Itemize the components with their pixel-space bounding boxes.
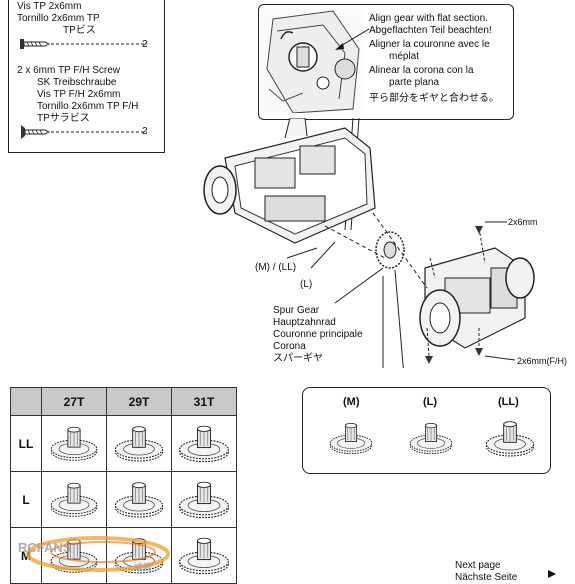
variant-label-l: (L) xyxy=(423,396,438,408)
gear-cell xyxy=(171,471,237,528)
gear-cell xyxy=(41,415,107,472)
gear-cell xyxy=(41,471,107,528)
gear-ratio-table: 27T 29T 31T LL L M xyxy=(10,387,237,584)
gear-cell xyxy=(171,527,237,584)
table-header-row: 27T 29T 31T xyxy=(10,387,237,416)
row-header: LL xyxy=(10,415,42,472)
spur-gear-label: スパーギヤ xyxy=(273,353,323,364)
gear-alignment-illustration xyxy=(263,9,363,113)
spur-gear-label: Spur Gear xyxy=(273,305,320,316)
screw2-line: SK Treibschraube xyxy=(37,77,117,88)
screw-icon xyxy=(20,39,147,49)
spur-gear-icon xyxy=(375,231,405,269)
gear-cell xyxy=(171,415,237,472)
variant-label-ll: (LL) xyxy=(498,396,519,408)
gear-icon xyxy=(174,472,234,522)
callout-arrow-icon xyxy=(335,28,370,50)
callout-box: Align gear with flat section. Abgeflacht… xyxy=(258,4,514,120)
gear-icon xyxy=(110,473,168,521)
table-row: LL xyxy=(10,415,237,472)
m-ll-label: (M) / (LL) xyxy=(255,262,297,273)
callout-line: Align gear with flat section. xyxy=(369,13,488,24)
callout-line: parte plana xyxy=(389,77,440,88)
parts-box: Vis TP 2x6mm Tornillo 2x6mm TP TPビス 2 2 … xyxy=(8,0,165,153)
screw1-line: TPビス xyxy=(63,25,96,36)
table-corner xyxy=(10,387,42,416)
screw2-line: Tornillo 2x6mm TP F/H xyxy=(37,101,139,112)
gear-l-icon xyxy=(405,416,457,456)
gear-cell xyxy=(106,527,172,584)
countersunk-screw-icon xyxy=(21,125,147,139)
screw1-qty: 2 xyxy=(142,39,148,50)
screw1-line: Tornillo 2x6mm TP xyxy=(17,13,100,24)
row-header: L xyxy=(10,471,42,528)
screw-fh-label: 2x6mm(F/H) xyxy=(517,356,567,366)
callout-line: 平ら部分をギヤと合わせる。 xyxy=(369,93,499,104)
gear-icon xyxy=(110,417,168,465)
screw-label: 2x6mm xyxy=(508,217,538,227)
screw-icon xyxy=(475,348,483,356)
gear-cell xyxy=(106,471,172,528)
table-header: 31T xyxy=(171,387,237,416)
screw2-line: 2 x 6mm TP F/H Screw xyxy=(17,65,120,76)
table-row: L xyxy=(10,471,237,528)
gear-m-icon xyxy=(325,416,377,456)
callout-line: méplat xyxy=(389,51,420,62)
svg-text:論壇: 論壇 xyxy=(134,561,152,572)
table-header: 27T xyxy=(41,387,107,416)
rear-chassis xyxy=(203,118,376,244)
screw-icon xyxy=(475,226,483,234)
l-label: (L) xyxy=(300,279,313,290)
gear-variants-box: (M) (L) (LL) xyxy=(302,387,551,474)
next-page-arrow-icon[interactable] xyxy=(546,568,558,580)
svg-text:RCFANS: RCFANS xyxy=(18,540,72,555)
spur-gear-label: Corona xyxy=(273,341,306,352)
screw-icon xyxy=(425,356,433,364)
gear-icon xyxy=(46,418,102,464)
table-header: 29T xyxy=(106,387,172,416)
chassis-illustration xyxy=(203,118,535,368)
next-page-label-de[interactable]: Nächste Seite xyxy=(455,572,518,583)
screw1-line: Vis TP 2x6mm xyxy=(17,1,82,12)
gear-cell xyxy=(106,415,172,472)
callout-line: Abgeflachten Teil beachten! xyxy=(369,25,492,36)
gear-ll-icon xyxy=(481,412,539,460)
spur-gear-label: Hauptzahnrad xyxy=(273,317,336,328)
table-row: M xyxy=(10,527,237,584)
screw2-qty: 2 xyxy=(142,126,148,137)
screw2-line: TPサラビス xyxy=(37,113,90,124)
front-chassis xyxy=(419,247,535,349)
gear-icon xyxy=(174,528,234,578)
screw2-line: Vis TP F/H 2x6mm xyxy=(37,89,121,100)
gear-icon xyxy=(46,474,102,520)
gear-icon xyxy=(174,416,234,466)
variant-label-m: (M) xyxy=(343,396,360,408)
callout-line: Alinear la corona con la xyxy=(369,65,474,76)
next-page-label[interactable]: Next page xyxy=(455,560,501,571)
callout-line: Aligner la couronne avec le xyxy=(369,39,490,50)
spur-gear-label: Couronne principale xyxy=(273,329,363,340)
watermark-logo: RCFANS 論壇 xyxy=(18,536,170,572)
